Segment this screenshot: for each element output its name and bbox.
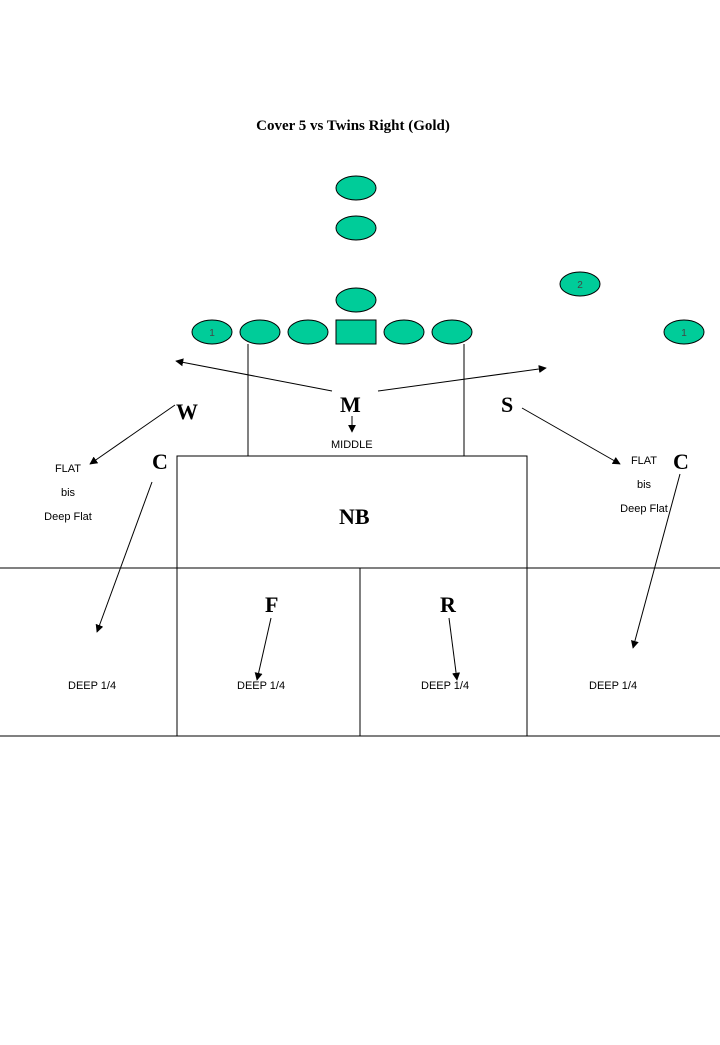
offensive-player-fullback: [335, 215, 377, 241]
zone-flat-right-line-2: bis: [636, 479, 652, 491]
zone-flat-right: FLAT bis Deep Flat: [612, 449, 676, 521]
receiver-left-number: 1: [209, 328, 215, 339]
w-drop-arrow: [89, 404, 176, 465]
offensive-player-quarterback: [335, 287, 377, 313]
defender-nb-label: NB: [339, 504, 370, 529]
offensive-center: [335, 319, 377, 345]
zone-deep-quarter-1: DEEP 1/4: [68, 680, 117, 692]
offensive-lineman-left-guard: [287, 319, 329, 345]
zone-flat-left-line-1: FLAT: [54, 463, 82, 475]
defender-c-right-label: C: [673, 449, 689, 474]
f-drop-arrow: [254, 617, 272, 681]
offensive-receiver-right: [663, 319, 705, 345]
c-right-drop-arrow: [631, 473, 681, 649]
zone-flat-left: FLAT bis Deep Flat: [40, 457, 96, 529]
diagram-title: Cover 5 vs Twins Right (Gold): [256, 118, 450, 134]
defender-c-left-label: C: [152, 449, 168, 474]
s-drop-arrow: [521, 407, 621, 465]
receiver-right-number: 1: [681, 328, 687, 339]
zone-flat-left-line-2: bis: [60, 487, 76, 499]
c-left-drop-arrow: [95, 481, 153, 633]
defender-s-label: S: [501, 392, 514, 417]
offensive-lineman-left-tackle: [239, 319, 281, 345]
zone-flat-right-line-1: FLAT: [630, 455, 658, 467]
offensive-lineman-right-guard: [383, 319, 425, 345]
m-drop-arrow-right: [377, 365, 547, 392]
r-drop-arrow: [448, 617, 461, 681]
receiver-slot-number: 2: [577, 280, 583, 291]
defender-m-label: M: [340, 392, 361, 417]
zone-middle-label: MIDDLE: [331, 439, 373, 451]
defender-w-label: W: [176, 399, 198, 424]
zone-deep-quarter-2: DEEP 1/4: [237, 680, 286, 692]
offensive-receiver-left: [191, 319, 233, 345]
offensive-player-deep-back: [335, 175, 377, 201]
defender-r-label: R: [440, 592, 456, 617]
zone-deep-quarter-4: DEEP 1/4: [589, 680, 638, 692]
nb-box: [176, 455, 528, 737]
zone-deep-quarter-3: DEEP 1/4: [421, 680, 470, 692]
offensive-lineman-right-tackle: [431, 319, 473, 345]
offensive-receiver-slot-right: [559, 271, 601, 297]
m-drop-arrow-left: [175, 358, 333, 392]
defender-f-label: F: [265, 592, 279, 617]
zone-flat-right-line-3: Deep Flat: [620, 503, 668, 515]
zone-flat-left-line-3: Deep Flat: [44, 511, 92, 523]
